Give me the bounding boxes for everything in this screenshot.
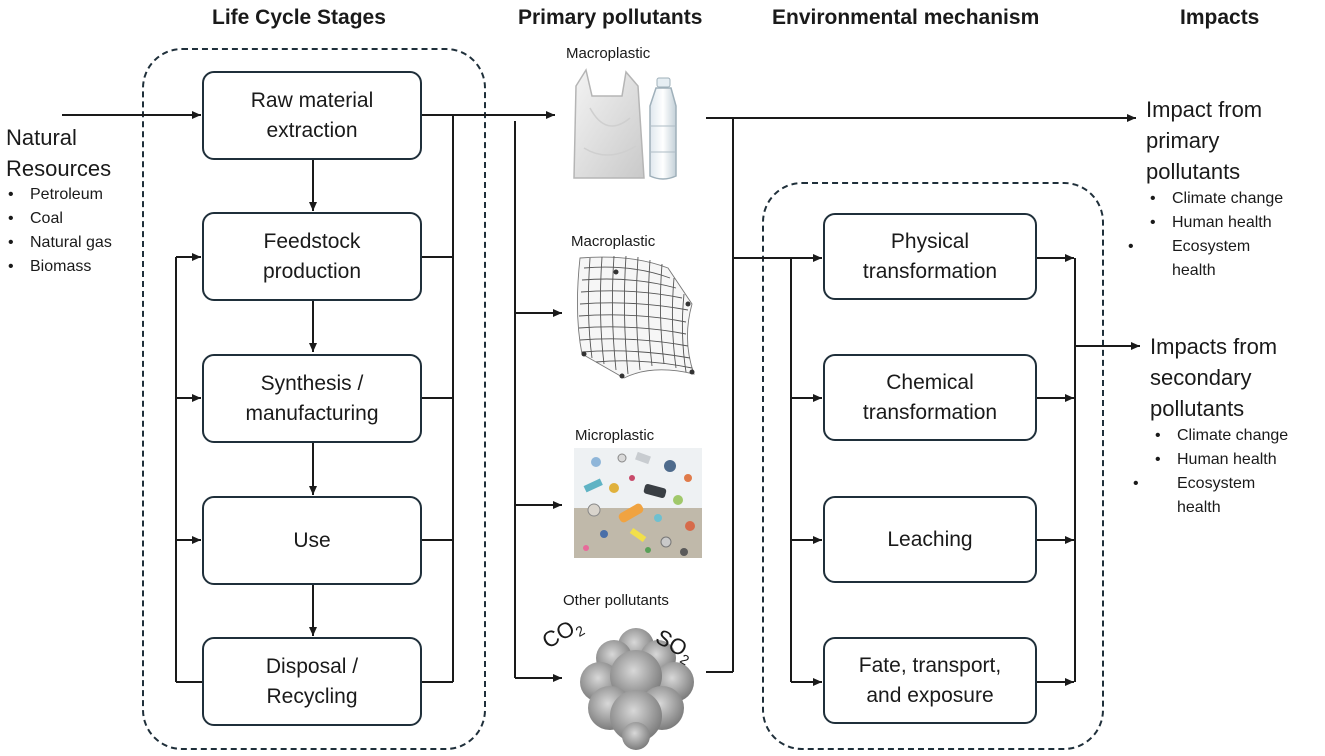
header-environmental-mechanism: Environmental mechanism — [772, 6, 1040, 29]
resource-item: Biomass — [8, 255, 112, 279]
header-primary-pollutants: Primary pollutants — [518, 6, 703, 29]
mechanism-group — [762, 182, 1104, 750]
impact-secondary-list: Climate change Human health Ecosystem he… — [1155, 424, 1297, 520]
impact-primary-title: Impact from primary pollutants — [1146, 97, 1263, 184]
impact-primary-item: Human health — [1150, 211, 1292, 235]
natural-resources-list: Petroleum Coal Natural gas Biomass — [8, 183, 112, 279]
impact-primary-list: Climate change Human health Ecosystem he… — [1150, 187, 1292, 283]
impact-secondary-title: Impacts from secondary pollutants — [1150, 334, 1278, 421]
mechanism-physical-transformation: Physical transformation — [823, 213, 1037, 300]
stage-feedstock-production: Feedstock production — [202, 212, 422, 301]
mechanism-chemical-transformation: Chemical transformation — [823, 354, 1037, 441]
resource-item: Coal — [8, 207, 112, 231]
natural-resources-label: Natural Resources — [6, 125, 112, 181]
header-life-cycle-stages: Life Cycle Stages — [212, 6, 386, 29]
mechanism-fate-transport-exposure: Fate, transport, and exposure — [823, 637, 1037, 724]
fishing-net-image — [576, 255, 695, 379]
pollutant-other-label: Other pollutants — [563, 592, 669, 609]
pollutant-macroplastic-label: Macroplastic — [566, 45, 651, 62]
stage-disposal-recycling: Disposal / Recycling — [202, 637, 422, 726]
stage-synthesis-manufacturing: Synthesis / manufacturing — [202, 354, 422, 443]
pollutant-macroplastic-net-label: Macroplastic — [571, 233, 656, 250]
stage-raw-material-extraction: Raw material extraction — [202, 71, 422, 160]
resource-item: Petroleum — [8, 183, 112, 207]
resource-item: Natural gas — [8, 231, 112, 255]
impact-primary-item: Climate change — [1150, 187, 1292, 211]
pollutant-microplastic-label: Microplastic — [575, 427, 655, 444]
header-impacts: Impacts — [1180, 6, 1260, 29]
mechanism-leaching: Leaching — [823, 496, 1037, 583]
impact-primary-item: Ecosystem health — [1150, 235, 1292, 283]
impact-secondary-item: Ecosystem health — [1155, 472, 1297, 520]
plastic-bag-bottle-image — [573, 68, 677, 180]
life-cycle-group — [142, 48, 486, 750]
microplastic-image — [574, 448, 702, 558]
impact-secondary-item: Human health — [1155, 448, 1297, 472]
impact-secondary-item: Climate change — [1155, 424, 1297, 448]
stage-use: Use — [202, 496, 422, 585]
smoke-cloud-image — [580, 628, 694, 750]
